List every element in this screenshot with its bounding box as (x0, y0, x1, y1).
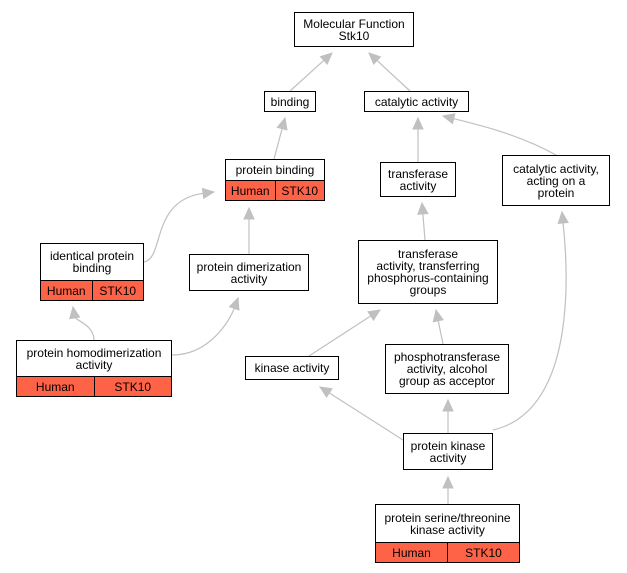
go-term-phosphotransferase[interactable]: phosphotransferase activity, alcohol gro… (385, 344, 509, 394)
edge-line (437, 319, 444, 345)
edge-arrowhead (228, 296, 240, 311)
edge-arrowhead (276, 116, 288, 131)
edge-protein_kinase-to-catalytic_protein (492, 210, 569, 431)
edge-catalytic-to-mf (368, 52, 411, 92)
edge-arrowhead (319, 52, 333, 65)
go-term-mf[interactable]: Molecular Function Stk10 (294, 12, 414, 47)
go-term-label: transferase activity, transferring phosp… (367, 247, 489, 297)
go-term-binding[interactable]: binding (264, 91, 316, 112)
go-term-catalytic-protein[interactable]: catalytic activity, acting on a protein (502, 155, 610, 206)
edge-arrowhead (442, 475, 454, 489)
edge-line (375, 59, 411, 92)
edge-line (143, 192, 205, 263)
annotation-row: Human STK10 (226, 180, 324, 200)
edge-line (73, 316, 95, 341)
go-term-transferase-phos[interactable]: transferase activity, transferring phosp… (358, 240, 498, 304)
go-term-label: catalytic activity (374, 94, 459, 109)
edge-arrowhead (367, 309, 382, 322)
edge-ser_thr-to-protein_kinase (442, 475, 454, 504)
go-term-dimerization[interactable]: protein dimerization activity (189, 254, 309, 291)
edge-arrowhead (318, 386, 333, 399)
annotation-row: Human STK10 (17, 376, 171, 396)
annotation-gene: STK10 (91, 281, 144, 300)
go-term-label: transferase activity (387, 166, 449, 193)
edge-line (452, 117, 557, 156)
edge-arrowhead (412, 116, 424, 130)
go-term-label: catalytic activity, acting on a protein (513, 161, 599, 200)
edge-arrowhead (442, 398, 454, 412)
go-term-protein-kinase[interactable]: protein kinase activity (403, 433, 493, 470)
edge-transferase-to-catalytic (412, 116, 424, 162)
edge-arrowhead (69, 305, 81, 320)
edge-line (289, 59, 326, 92)
go-term-label: identical protein binding (49, 249, 135, 275)
go-term-label: protein kinase activity (410, 438, 486, 465)
go-term-label: kinase activity (254, 361, 330, 375)
go-term-label: protein homodimerization activity (26, 345, 162, 372)
edge-catalytic_protein-to-catalytic (441, 113, 557, 156)
go-term-label: protein binding (235, 163, 315, 177)
annotation-gene: STK10 (93, 377, 172, 396)
edge-identical-to-protein_binding (143, 187, 216, 263)
edge-arrowhead (557, 210, 569, 225)
go-term-label: protein serine/threonine kinase activity (384, 510, 511, 537)
go-term-label: Molecular Function Stk10 (303, 16, 405, 43)
annotation-species: Human (392, 545, 431, 560)
edge-arrowhead (243, 206, 255, 220)
edge-arrowhead (201, 187, 216, 200)
go-term-label: protein dimerization activity (196, 259, 302, 286)
annotation-gene: STK10 (447, 543, 519, 562)
edge-arrowhead (368, 52, 382, 66)
edge-protein_kinase-to-phosphotransferase (442, 398, 454, 433)
edge-line (422, 212, 426, 241)
edge-arrowhead (441, 113, 456, 125)
annotation-gene: STK10 (274, 181, 325, 200)
go-term-label: phosphotransferase activity, alcohol gro… (393, 350, 501, 388)
edge-arrowhead (432, 308, 444, 323)
annotation-species: Human (46, 283, 86, 298)
edge-line (492, 221, 567, 431)
edge-phosphotransferase-to-transferase_phos (432, 308, 444, 345)
go-term-transferase[interactable]: transferase activity (380, 162, 456, 197)
go-term-ser-thr[interactable]: protein serine/threonine kinase activity… (375, 504, 520, 563)
annotation-row: Human STK10 (376, 542, 519, 562)
edge-line (308, 314, 372, 357)
edge-homodimer-to-identical (69, 305, 95, 341)
annotation-species: Human (230, 183, 270, 198)
go-term-label: binding (270, 94, 310, 109)
edge-transferase_phos-to-transferase (417, 201, 429, 241)
edge-arrowhead (417, 201, 429, 215)
edge-protein_binding-to-binding (273, 116, 288, 160)
edge-line (328, 391, 404, 441)
annotation-row: Human STK10 (41, 280, 143, 300)
edge-binding-to-mf (289, 52, 333, 92)
go-term-catalytic[interactable]: catalytic activity (364, 91, 469, 112)
edge-line (171, 307, 236, 356)
edge-dimerization-to-protein_binding (243, 206, 255, 254)
edge-line (273, 127, 283, 160)
go-term-kinase[interactable]: kinase activity (245, 356, 339, 380)
edge-homodimer-to-dimerization (171, 296, 240, 356)
annotation-species: Human (35, 379, 75, 394)
edge-kinase-to-transferase_phos (308, 309, 382, 357)
edge-protein_kinase-to-kinase (318, 386, 404, 441)
